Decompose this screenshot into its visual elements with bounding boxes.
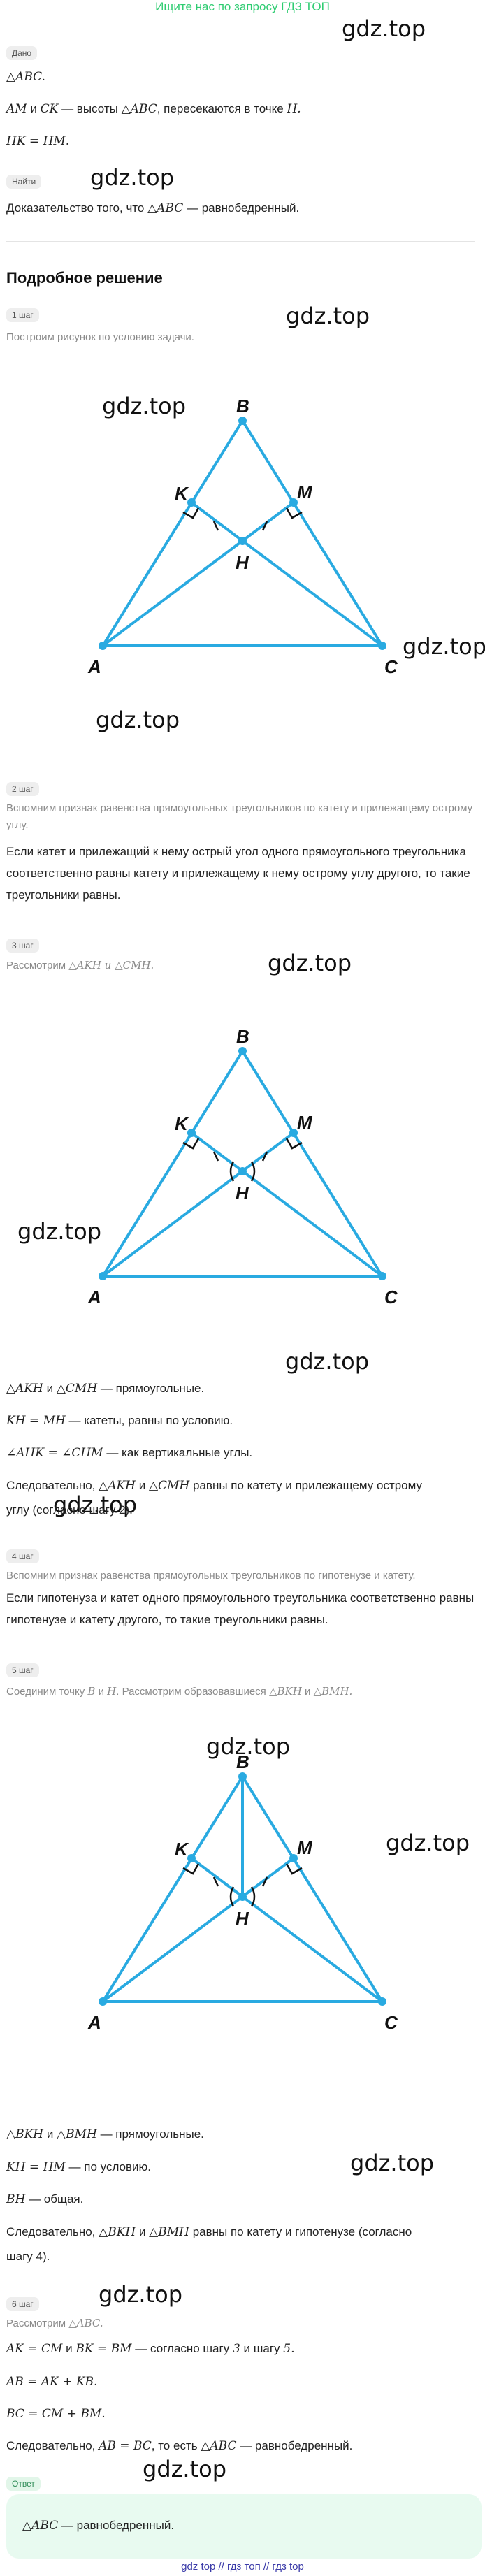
watermark: gdz.top	[342, 15, 426, 42]
step3-line-2: KH = MH — катеты, равны по условию.	[6, 1414, 233, 1428]
footer-links[interactable]: gdz top // гдз топ // гдз top	[181, 2561, 304, 2573]
find-text: Доказательство того, что △ABC — равнобед…	[6, 201, 300, 215]
step2-grey: Вспомним признак равенства прямоугольных…	[6, 802, 473, 831]
given-line-3: HK = HM.	[6, 134, 70, 148]
label-b: B	[236, 396, 249, 417]
watermark: gdz.top	[90, 164, 175, 191]
label-k: K	[175, 1113, 189, 1134]
step3-line-5: углу (согласно шагу 2).	[6, 1503, 133, 1517]
step6-grey: Рассмотрим △ABC.	[6, 2317, 103, 2329]
step3-line-4: Следовательно, △AKH и △CMH равны по кате…	[6, 1479, 423, 1493]
answer-box	[6, 2494, 482, 2559]
watermark: gdz.top	[102, 393, 187, 419]
watermark: gdz.top	[206, 1733, 291, 1760]
divider	[6, 241, 475, 242]
step2-chip: 2 шаг	[6, 782, 39, 796]
label-m: M	[297, 1837, 313, 1858]
step6-chip: 6 шаг	[6, 2297, 39, 2311]
label-k: K	[175, 1839, 189, 1860]
label-b: B	[236, 1751, 249, 1772]
label-a: A	[87, 1287, 101, 1308]
label-c: C	[384, 1287, 398, 1308]
find-chip: Найти	[6, 175, 42, 189]
watermark: gdz.top	[99, 2281, 183, 2308]
watermark: gdz.top	[53, 1491, 138, 1518]
step2-text: Если катет и прилежащий к нему острый уг…	[6, 845, 470, 902]
watermark: gdz.top	[286, 303, 370, 329]
step3-line-3: ∠AHK = ∠CHM — как вертикальные углы.	[6, 1446, 253, 1460]
given-chip: Дано	[6, 46, 38, 60]
watermark: gdz.top	[350, 2150, 435, 2176]
step3-chip: 3 шаг	[6, 939, 39, 953]
answer-chip: Ответ	[6, 2477, 41, 2491]
label-c: C	[384, 2012, 398, 2033]
label-m: M	[297, 1112, 313, 1133]
watermark: gdz.top	[143, 2456, 227, 2482]
step4-text: Если гипотенуза и катет одного прямоугол…	[6, 1591, 475, 1626]
label-a: A	[87, 2012, 101, 2033]
figure-2: B K M H A C	[87, 1026, 398, 1308]
step4-chip: 4 шаг	[6, 1549, 39, 1563]
step1-chip: 1 шаг	[6, 308, 39, 322]
step3-grey: Рассмотрим △AKH и △CMH.	[6, 959, 154, 971]
watermark: gdz.top	[17, 1218, 102, 1245]
step4-grey: Вспомним признак равенства прямоугольных…	[6, 1570, 416, 1582]
step5-line-1: △BKH и △BMH — прямоугольные.	[6, 2127, 204, 2141]
step1-text: Построим рисунок по условию задачи.	[6, 331, 194, 343]
answer-text: △ABC — равнобедренный.	[22, 2519, 175, 2533]
watermark: gdz.top	[96, 707, 180, 733]
watermark: gdz.top	[285, 1348, 370, 1375]
given-line-2: AM и CK — высоты △ABC, пересекаются в то…	[6, 102, 301, 116]
step6-line-1: AK = CM и BK = BM — согласно шагу 3 и ша…	[6, 2342, 295, 2356]
step5-grey: Соединим точку B и H. Рассмотрим образов…	[6, 1685, 353, 1698]
label-h: H	[236, 1182, 249, 1203]
watermark: gdz.top	[386, 1830, 470, 1856]
step6-line-3: BC = CM + BM.	[6, 2407, 106, 2421]
step5-chip: 5 шаг	[6, 1663, 39, 1677]
step6-line-2: AB = AK + KB.	[6, 2375, 98, 2389]
label-c: C	[384, 656, 398, 677]
label-h: H	[236, 552, 249, 573]
step5-line-3: BH — общая.	[6, 2192, 84, 2206]
solution-title: Подробное решение	[6, 269, 163, 287]
figure-3: B K M H A C	[87, 1751, 398, 2033]
label-a: A	[87, 656, 101, 677]
step5-line-5: шагу 4).	[6, 2250, 50, 2263]
step5-line-2: KH = HM — по условию.	[6, 2160, 152, 2174]
watermark: gdz.top	[268, 950, 352, 976]
step6-line-4: Следовательно, AB = BC, то есть △ABC — р…	[6, 2439, 353, 2453]
step5-line-4: Следовательно, △BKH и △BMH равны по кате…	[6, 2225, 412, 2239]
label-h: H	[236, 1908, 249, 1929]
top-banner: Ищите нас по запросу ГДЗ ТОП	[155, 0, 330, 13]
label-b: B	[236, 1026, 249, 1047]
label-k: K	[175, 483, 189, 504]
given-line-1: △ABC.	[6, 70, 45, 84]
figure-1: B K M H A C	[87, 396, 398, 677]
step3-line-1: △AKH и △CMH — прямоугольные.	[6, 1382, 205, 1396]
label-m: M	[297, 482, 313, 502]
watermark: gdz.top	[403, 633, 485, 660]
